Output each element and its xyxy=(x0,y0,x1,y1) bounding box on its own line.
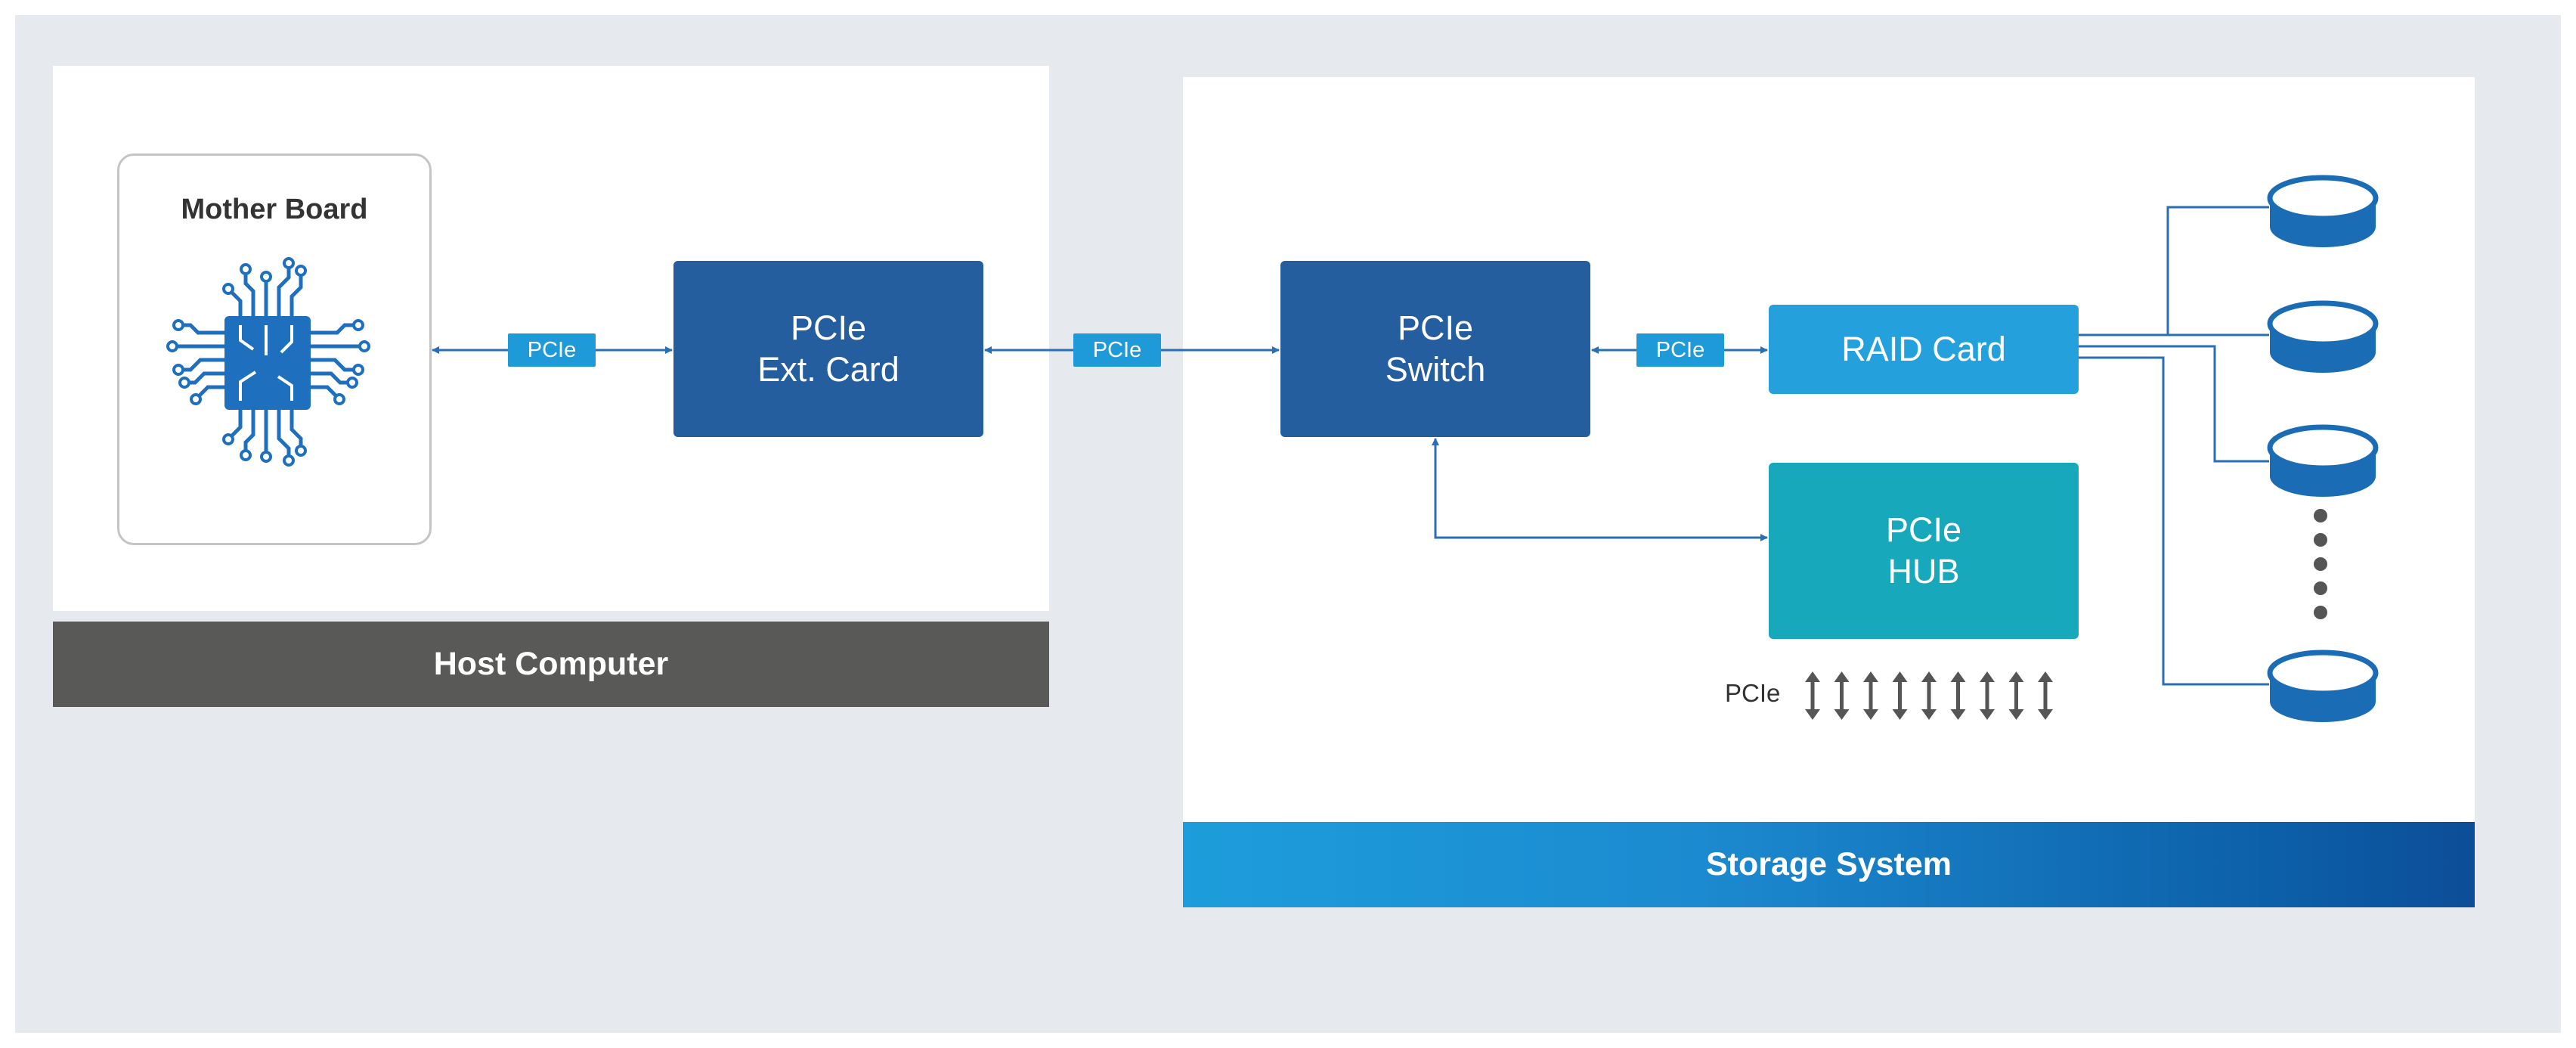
pcie-switch-block: PCIe Switch xyxy=(1280,261,1590,437)
storage-system-footer: Storage System xyxy=(1183,822,2475,907)
switch-line1: PCIe xyxy=(1397,308,1474,347)
ext-card-line1: PCIe xyxy=(790,308,867,347)
pcie-tag-switch-raid: PCIe xyxy=(1636,333,1724,367)
host-computer-footer: Host Computer xyxy=(53,622,1049,707)
pcie-hub-block: PCIe HUB xyxy=(1769,463,2079,639)
storage-system-label: Storage System xyxy=(1705,846,1952,882)
pcie-tag-mb-extcard: PCIe xyxy=(508,333,596,367)
raid-card-label: RAID Card xyxy=(1841,329,2006,368)
double-arrow-icon xyxy=(2038,671,2053,720)
pcie-ext-card-block: PCIe Ext. Card xyxy=(673,261,983,437)
link-switch-hub xyxy=(1432,438,1768,541)
double-arrow-icon xyxy=(1805,671,1820,720)
double-arrow-icon xyxy=(1834,671,1850,720)
double-arrow-icon xyxy=(1863,671,1878,720)
double-arrow-icon xyxy=(1950,671,1966,720)
disk-icon xyxy=(2267,300,2379,373)
double-arrow-icon xyxy=(1980,671,1995,720)
ext-card-line2: Ext. Card xyxy=(757,349,899,389)
hub-line2: HUB xyxy=(1887,551,1960,591)
link-raid-disk3 xyxy=(2079,345,2269,463)
raid-card-block: RAID Card xyxy=(1769,305,2079,394)
hub-pcie-ports-label: PCIe xyxy=(1725,679,1781,707)
link-raid-disk4 xyxy=(2079,356,2269,686)
vertical-ellipsis-icon xyxy=(2314,509,2327,619)
disk-icon xyxy=(2267,424,2379,497)
disk-icon xyxy=(2267,650,2379,722)
hub-line1: PCIe xyxy=(1885,510,1962,549)
disk-icon xyxy=(2267,175,2379,247)
switch-line2: Switch xyxy=(1385,349,1486,389)
motherboard-title: Mother Board xyxy=(181,194,368,225)
double-arrow-icon xyxy=(2008,671,2024,720)
storage-system-panel xyxy=(1183,77,2475,822)
host-computer-label: Host Computer xyxy=(433,646,669,682)
pcie-tag-extcard-switch: PCIe xyxy=(1073,333,1161,367)
double-arrow-icon xyxy=(1921,671,1937,720)
double-arrow-icon xyxy=(1892,671,1908,720)
